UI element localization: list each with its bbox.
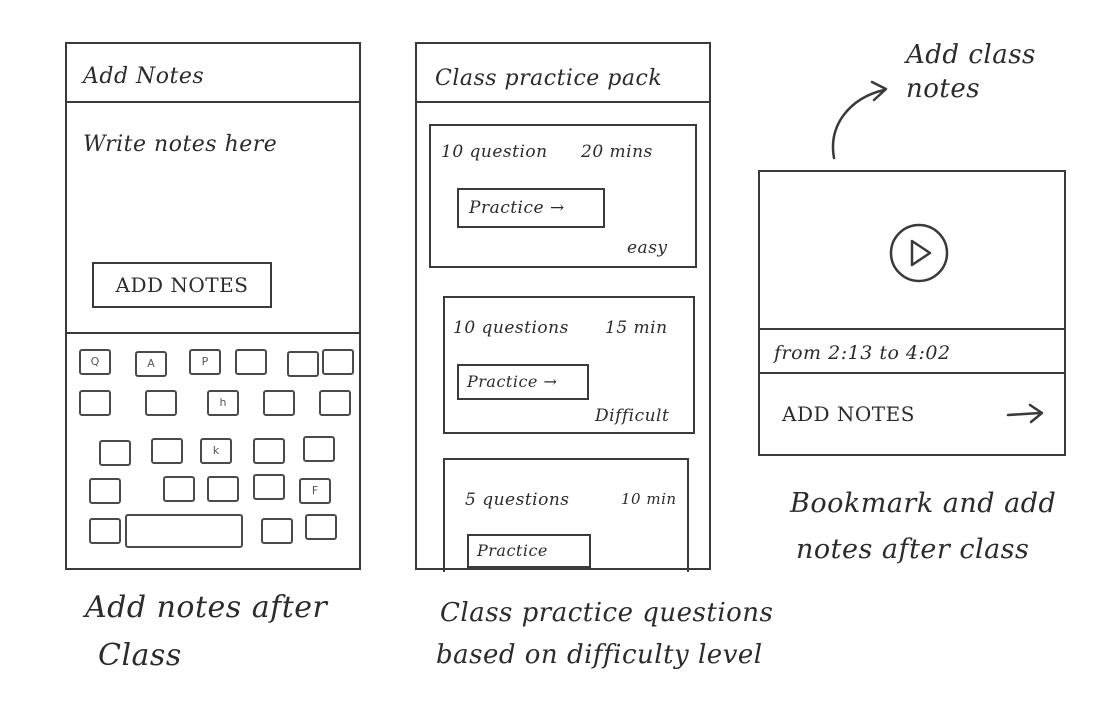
keyboard-key[interactable] (253, 474, 285, 500)
timestamp-divider (760, 372, 1064, 374)
keyboard-key[interactable] (263, 390, 295, 416)
add-notes-label: ADD NOTES (782, 402, 915, 426)
add-notes-caption-line1: Add notes after (85, 590, 328, 625)
card-duration: 20 mins (581, 142, 653, 162)
keyboard-key[interactable] (303, 436, 335, 462)
card-question-count: 10 question (441, 142, 548, 162)
practice-pack-header: Class practice pack (435, 66, 663, 91)
keyboard-key[interactable] (89, 478, 121, 504)
card-duration: 15 min (605, 318, 668, 338)
practice-button[interactable]: Practice → (457, 364, 589, 400)
bookmark-caption-line2: notes after class (796, 534, 1030, 565)
notes-text-area[interactable]: Write notes here (83, 132, 278, 157)
card-duration: 10 min (621, 490, 677, 508)
keyboard-key[interactable]: h (207, 390, 239, 416)
keyboard-key[interactable]: P (189, 349, 221, 375)
add-notes-screen: Add Notes Write notes here ADD NOTES Q A… (65, 42, 361, 570)
add-notes-button[interactable]: ADD NOTES (92, 262, 272, 308)
practice-pack-screen: Class practice pack 10 question 20 mins … (415, 42, 711, 572)
practice-card[interactable]: 10 question 20 mins Practice → easy (429, 124, 697, 268)
add-notes-row-button[interactable]: ADD NOTES (760, 374, 1064, 454)
video-player[interactable] (760, 172, 1064, 328)
keyboard-key[interactable] (319, 390, 351, 416)
keyboard-key[interactable] (322, 349, 354, 375)
header-divider (417, 101, 709, 103)
card-question-count: 10 questions (453, 318, 569, 338)
practice-card[interactable]: 5 questions 10 min Practice (443, 458, 689, 572)
card-question-count: 5 questions (465, 490, 570, 510)
practice-caption-line2: based on difficulty level (436, 640, 763, 670)
bookmark-timestamp: from 2:13 to 4:02 (774, 342, 951, 364)
keyboard-key[interactable] (207, 476, 239, 502)
header-divider (67, 101, 359, 103)
keyboard-divider (67, 332, 359, 334)
keyboard-key[interactable] (163, 476, 195, 502)
keyboard-key[interactable] (235, 349, 267, 375)
callout-arrow-icon (831, 80, 888, 160)
keyboard-key[interactable] (151, 438, 183, 464)
keyboard-key[interactable] (253, 438, 285, 464)
keyboard-key[interactable] (287, 351, 319, 377)
add-class-notes-callout: Add class notes (906, 40, 1036, 104)
practice-caption-line1: Class practice questions (440, 598, 774, 628)
keyboard-key[interactable] (261, 518, 293, 544)
card-difficulty: easy (627, 238, 668, 258)
bookmark-caption-line1: Bookmark and add (790, 488, 1057, 519)
keyboard-key[interactable] (79, 390, 111, 416)
space-bar[interactable] (125, 514, 243, 548)
keyboard-key[interactable] (89, 518, 121, 544)
play-icon[interactable] (886, 220, 952, 286)
keyboard-key[interactable]: F (299, 478, 331, 504)
practice-button[interactable]: Practice (467, 534, 591, 568)
practice-button[interactable]: Practice → (457, 188, 605, 228)
keyboard-key[interactable]: A (135, 351, 167, 377)
keyboard-key[interactable] (305, 514, 337, 540)
keyboard-key[interactable]: k (200, 438, 232, 464)
video-divider (760, 328, 1064, 330)
add-notes-caption-line2: Class (98, 638, 182, 673)
arrow-right-icon (1006, 403, 1044, 424)
keyboard-key[interactable] (145, 390, 177, 416)
video-bookmark-card: from 2:13 to 4:02 ADD NOTES (758, 170, 1066, 456)
practice-card[interactable]: 10 questions 15 min Practice → Difficult (443, 296, 695, 434)
keyboard-key[interactable] (99, 440, 131, 466)
keyboard-key[interactable]: Q (79, 349, 111, 375)
card-difficulty: Difficult (595, 406, 670, 426)
add-notes-header: Add Notes (83, 64, 205, 89)
